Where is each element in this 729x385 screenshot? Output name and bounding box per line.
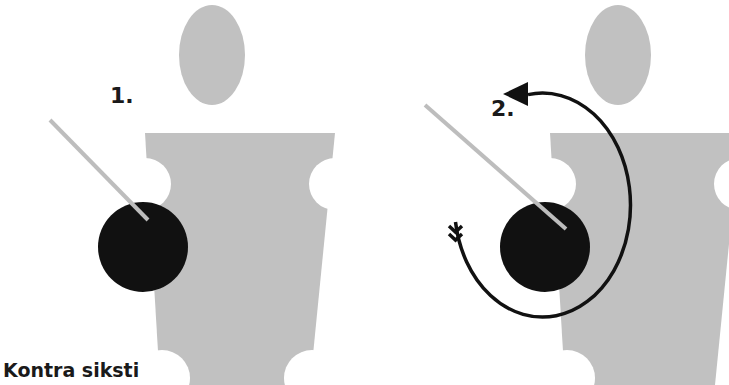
shield — [500, 202, 590, 292]
figure-two — [425, 5, 729, 385]
head — [179, 5, 245, 105]
stick — [425, 105, 566, 229]
leg-notch — [134, 350, 190, 385]
callout-number: 2. — [491, 97, 515, 121]
figure-one — [50, 5, 361, 385]
title: Kontra siksti — [3, 360, 139, 381]
chevron — [449, 226, 462, 232]
stick — [50, 120, 148, 220]
callout-number: 1. — [110, 84, 134, 108]
rotation-arrow — [456, 93, 631, 317]
arm-notch — [714, 158, 729, 210]
head — [585, 5, 651, 105]
arm-notch — [524, 158, 576, 210]
arm-notch — [309, 158, 361, 210]
chevron — [449, 234, 462, 240]
leg-notch — [284, 350, 340, 385]
leg-notch — [539, 350, 595, 385]
